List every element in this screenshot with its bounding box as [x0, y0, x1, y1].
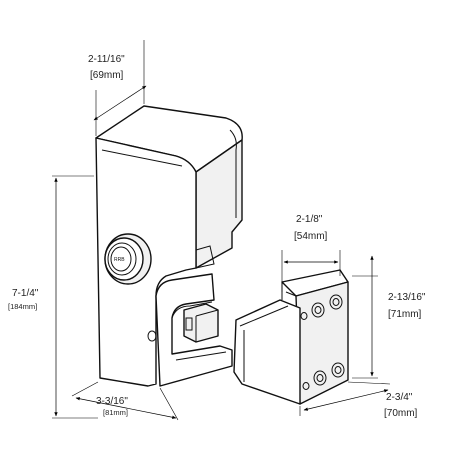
- strike-width-imperial: 2-1/8": [296, 214, 323, 225]
- strike-width-metric: [54mm]: [294, 231, 328, 242]
- strike-bracket: [233, 269, 349, 405]
- lock-height-imperial: 7-1/4": [12, 288, 39, 299]
- strike-depth-metric: [70mm]: [384, 408, 418, 419]
- strike-depth-imperial: 2-3/4": [386, 392, 413, 403]
- lock-width-imperial: 3-3/16": [96, 396, 128, 407]
- lock-depth-imperial: 2-11/16": [88, 54, 125, 65]
- strike-mounting-holes: [300, 294, 345, 390]
- dimension-labels: 2-11/16" [69mm] 7-1/4" [184mm] 3-3/16" […: [8, 54, 426, 419]
- lock-bolt-tab: [183, 303, 219, 343]
- lock-jaw: [155, 273, 233, 387]
- strike-height-imperial: 2-13/16": [388, 292, 426, 303]
- strike-right-face: [295, 281, 349, 405]
- strike-front-plate: [233, 299, 301, 405]
- lock-cylinder: RRB: [104, 233, 152, 285]
- cylinder-stamp: RRB: [114, 257, 125, 263]
- lock-height-metric: [184mm]: [8, 302, 37, 311]
- lock-depth-metric: [69mm]: [90, 70, 124, 81]
- strike-height-metric: [71mm]: [388, 309, 422, 320]
- lock-width-metric: [81mm]: [103, 408, 128, 417]
- dimension-lines: [52, 40, 391, 421]
